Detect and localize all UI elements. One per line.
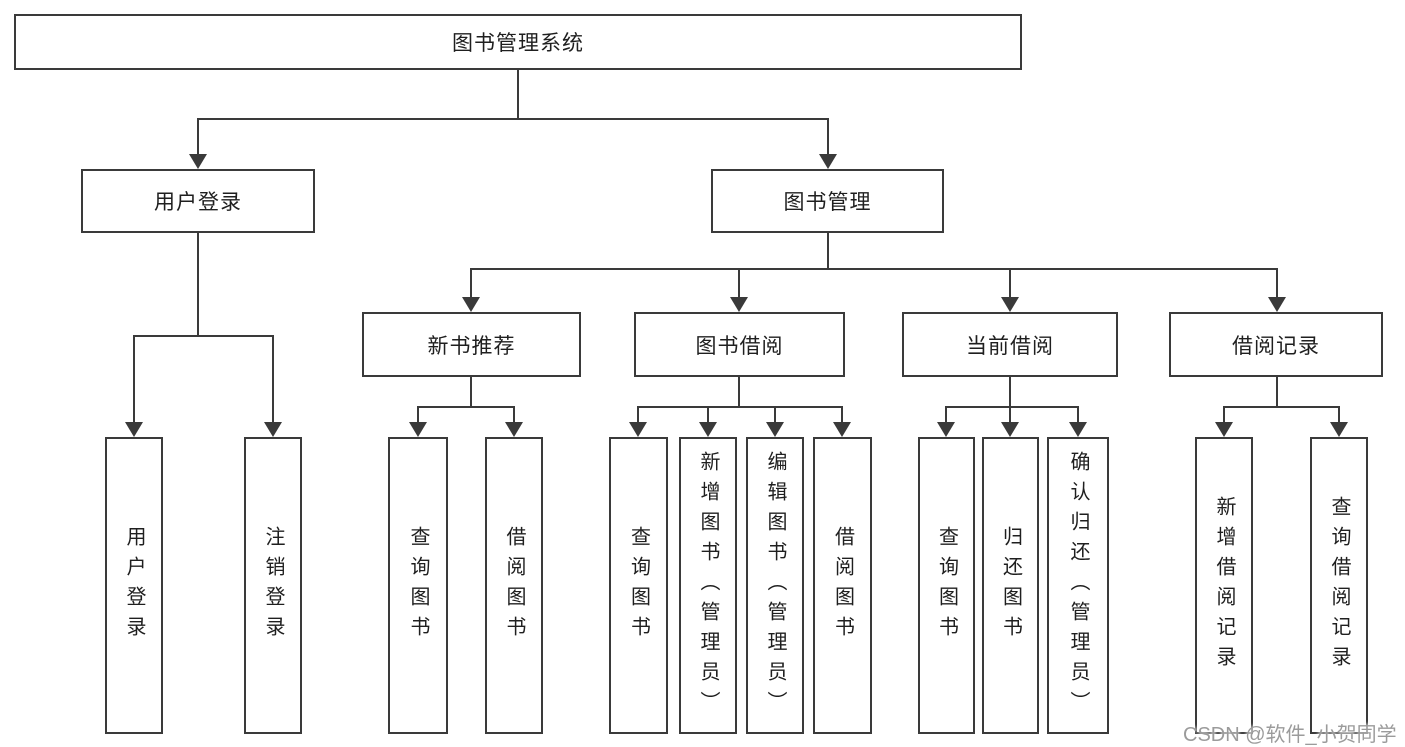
arrowhead-cb2 [1001,422,1019,437]
arrowhead-records [1268,297,1286,312]
leaf-bb-add-books-admin-label: 新增图书（管理员） [697,450,719,721]
connector-drop-book-mgmt [827,118,829,155]
arrowhead-bb2 [699,422,717,437]
leaf-cb-confirm-return-admin: 确认归还（管理员） [1047,437,1109,734]
leaf-bb-borrow-books-label: 借阅图书 [831,525,854,646]
connector-drop-br2 [1338,406,1340,423]
connector-drop-user-login [197,118,199,155]
node-user-login: 用户登录 [81,169,315,233]
leaf-user-login: 用户登录 [105,437,163,734]
node-current-borrow: 当前借阅 [902,312,1118,377]
connector-drop-leaf-logout [272,335,274,422]
connector-drop-bb1 [637,406,639,423]
connector-borrow-hline [637,406,843,408]
leaf-user-login-label: 用户登录 [123,525,145,646]
connector-drop-borrow [738,268,740,298]
connector-drop-nb1 [417,406,419,423]
leaf-bb-query-books: 查询图书 [609,437,668,734]
arrowhead-book-mgmt [819,154,837,169]
node-new-book-rec: 新书推荐 [362,312,581,377]
node-book-mgmt-label: 图书管理 [783,191,872,214]
connector-user-login-stem [197,233,199,336]
connector-drop-bb4 [841,406,843,423]
leaf-nb-borrow-books: 借阅图书 [485,437,543,734]
node-root-label: 图书管理系统 [452,32,584,55]
arrowhead-br1 [1215,422,1233,437]
leaf-cb-return-books-label: 归还图书 [999,525,1022,646]
connector-root-stem [517,70,519,119]
arrowhead-leaf-login [125,422,143,437]
arrowhead-br2 [1330,422,1348,437]
arrowhead-borrow [730,297,748,312]
connector-root-hline [197,118,829,120]
connector-book-mgmt-stem [827,233,829,270]
node-book-borrow: 图书借阅 [634,312,845,377]
node-current-borrow-label: 当前借阅 [966,334,1054,358]
node-user-login-label: 用户登录 [154,191,242,214]
leaf-logout-label: 注销登录 [262,525,284,646]
leaf-bb-query-books-label: 查询图书 [627,525,650,646]
connector-records-stem [1276,377,1278,408]
leaf-bb-edit-books-admin-label: 编辑图书（管理员） [764,450,786,721]
connector-book-mgmt-hline [470,268,1278,270]
connector-user-login-hline [133,335,274,337]
leaf-br-add-record-label: 新增借阅记录 [1213,495,1235,676]
connector-drop-bb2 [707,406,709,423]
connector-drop-records [1276,268,1278,298]
arrowhead-leaf-logout [264,422,282,437]
leaf-br-query-record-label: 查询借阅记录 [1328,495,1350,676]
node-root: 图书管理系统 [14,14,1022,70]
node-book-borrow-label: 图书借阅 [695,334,784,358]
node-borrow-records: 借阅记录 [1169,312,1383,377]
leaf-cb-query-books: 查询图书 [918,437,975,734]
leaf-br-query-record: 查询借阅记录 [1310,437,1368,734]
node-new-book-rec-label: 新书推荐 [427,334,516,358]
connector-drop-cb1 [945,406,947,423]
leaf-nb-borrow-books-label: 借阅图书 [503,525,525,646]
connector-borrow-stem [738,377,740,408]
node-borrow-records-label: 借阅记录 [1232,334,1320,358]
leaf-cb-return-books: 归还图书 [982,437,1039,734]
connector-drop-leaf-login [133,335,135,422]
leaf-bb-add-books-admin: 新增图书（管理员） [679,437,737,734]
arrowhead-cb1 [937,422,955,437]
leaf-bb-edit-books-admin: 编辑图书（管理员） [746,437,804,734]
arrowhead-bb1 [629,422,647,437]
arrowhead-user-login [189,154,207,169]
connector-drop-cb2 [1009,406,1011,423]
arrowhead-cb3 [1069,422,1087,437]
connector-records-hline [1223,406,1340,408]
arrowhead-nb2 [505,422,523,437]
connector-drop-bb3 [774,406,776,423]
arrowhead-bb4 [833,422,851,437]
leaf-br-add-record: 新增借阅记录 [1195,437,1253,734]
connector-drop-new-book [470,268,472,298]
leaf-cb-query-books-label: 查询图书 [935,525,958,646]
arrowhead-nb1 [409,422,427,437]
connector-drop-nb2 [513,406,515,423]
connector-drop-cb3 [1077,406,1079,423]
leaf-nb-query-books-label: 查询图书 [407,525,429,646]
connector-current-stem [1009,377,1011,408]
connector-drop-br1 [1223,406,1225,423]
leaf-logout: 注销登录 [244,437,302,734]
connector-new-book-stem [470,377,472,408]
connector-new-book-hline [417,406,515,408]
connector-current-hline [945,406,1079,408]
csdn-watermark: CSDN @软件_小贺同学 [1183,724,1397,746]
connector-drop-current [1009,268,1011,298]
leaf-nb-query-books: 查询图书 [388,437,448,734]
arrowhead-bb3 [766,422,784,437]
node-book-mgmt: 图书管理 [711,169,944,233]
leaf-bb-borrow-books: 借阅图书 [813,437,872,734]
leaf-cb-confirm-return-admin-label: 确认归还（管理员） [1067,450,1089,721]
arrowhead-current [1001,297,1019,312]
arrowhead-new-book [462,297,480,312]
